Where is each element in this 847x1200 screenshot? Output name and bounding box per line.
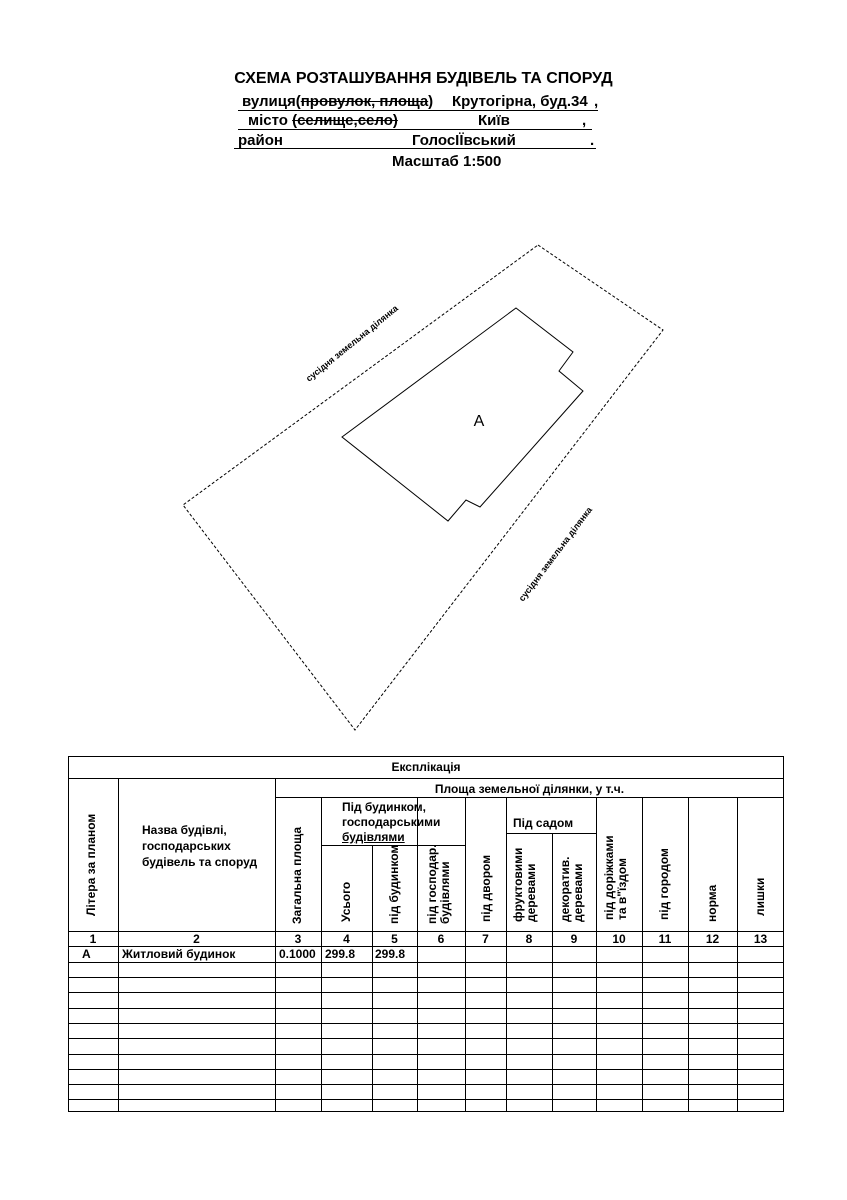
explication-table: Експлікація Площа земельної ділянки, у т… [68, 756, 784, 1112]
col-litera-header: Літера за планом [84, 813, 98, 916]
col-number: 13 [753, 932, 768, 946]
col-decor-line: деревами [571, 863, 585, 922]
row-name: Житловий будинок [122, 947, 236, 961]
col-under-outbuildings-header: під господар. будівлями [425, 844, 452, 924]
neighbor-label-top: сусідня земельна ділянка [304, 303, 401, 384]
group-buildings-line: Під будинком, [342, 800, 427, 814]
district-end: . [590, 132, 595, 149]
area-header: Площа земельної ділянки, у т.ч. [434, 782, 625, 796]
col-all-header: Усього [339, 881, 353, 922]
table-grid [68, 756, 784, 1112]
col-name-header: Назва будівлі, господарських будівель та… [142, 822, 257, 870]
site-plan: А сусідня земельна ділянка сусідня земел… [182, 244, 664, 731]
col-name-line: будівель та споруд [142, 855, 258, 869]
city-label-prefix: місто [248, 112, 293, 129]
land-plot-boundary [182, 244, 664, 731]
row-all: 299.8 [325, 947, 356, 961]
col-number: 3 [294, 932, 302, 946]
page-title: СХЕМА РОЗТАШУВАННЯ БУДІВЕЛЬ ТА СПОРУД [234, 70, 613, 87]
col-number: 2 [193, 932, 200, 946]
city-underline [238, 129, 592, 130]
col-paths-header: під доріжками та в"їздом [602, 835, 629, 920]
row-under-house: 299.8 [375, 947, 406, 961]
col-norm-header: норма [705, 884, 719, 922]
city-label-struck: (селище,село) [292, 112, 398, 129]
col-number: 11 [658, 932, 672, 946]
col-name-line: господарських [142, 839, 231, 853]
row-total: 0.1000 [279, 947, 316, 961]
col-number: 6 [437, 932, 445, 946]
col-number: 4 [343, 932, 350, 946]
explication-title: Експлікація [391, 760, 461, 774]
col-number: 12 [705, 932, 720, 946]
col-fruit-line: деревами [524, 863, 538, 922]
col-number: 10 [612, 932, 626, 946]
district-underline [234, 148, 596, 149]
col-fruit-header: фруктовими деревами [511, 848, 538, 922]
col-yard-header: під двором [479, 854, 493, 922]
group-buildings-line: господарськими [342, 815, 441, 829]
col-vegetable-header: під городом [657, 848, 671, 920]
row-litera: А [82, 947, 91, 961]
col-number: 8 [525, 932, 533, 946]
building-outline [341, 307, 584, 522]
col-number: 5 [391, 932, 398, 946]
col-total-header: Загальна площа [290, 826, 304, 924]
city-value: Київ [478, 112, 510, 129]
col-name-line: Назва будівлі, [142, 823, 227, 837]
street-label-struck: провулок, площа [300, 93, 429, 110]
neighbor-label-right: сусідня земельна ділянка [517, 504, 595, 603]
group-buildings-header: Під будинком, господарськими будівлями [342, 800, 440, 845]
city-end: , [582, 112, 587, 129]
district-value: ГолосІЇвський [412, 132, 516, 149]
district-label: район [238, 132, 283, 149]
col-decor-header: декоратив. деревами [558, 857, 585, 922]
group-buildings-line: будівлями [342, 830, 405, 844]
col-number: 1 [89, 932, 97, 946]
street-label-prefix: вулиця( [242, 93, 301, 110]
street-label-suffix: ) [428, 93, 434, 110]
col-number: 9 [570, 932, 578, 946]
street-line: вулиця(провулок, площа) [242, 93, 433, 111]
col-under-house-header: під будинком [387, 844, 401, 924]
street-end: , [594, 93, 599, 110]
group-garden-header: Під садом [513, 816, 574, 830]
street-underline [238, 110, 598, 111]
col-under-outbuildings-line: будівлями [438, 861, 452, 924]
city-line: місто (селище,село) [248, 112, 398, 130]
street-value: Крутогірна, буд.34 [452, 93, 588, 110]
col-excess-header: лишки [753, 877, 767, 916]
building-label: А [474, 413, 485, 430]
col-number: 7 [482, 932, 489, 946]
col-paths-line: та в"їздом [615, 858, 629, 920]
scale-label: Масштаб 1:500 [392, 153, 502, 170]
